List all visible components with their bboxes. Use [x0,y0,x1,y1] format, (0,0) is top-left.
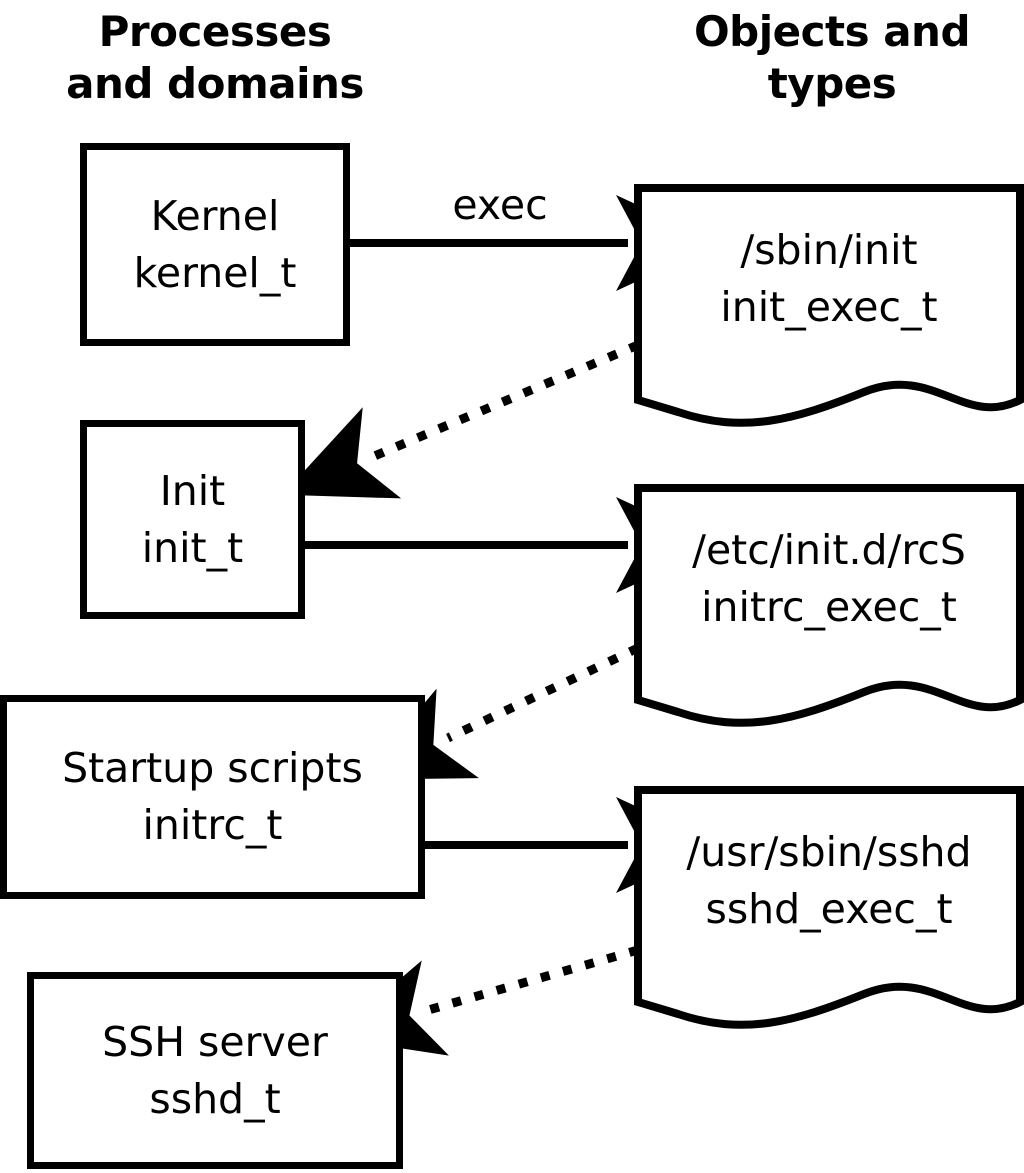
process-box-kernel[interactable]: Kernel kernel_t [80,143,350,346]
process-box-initrc-name: Startup scripts [62,744,363,792]
process-box-kernel-type: kernel_t [133,248,297,297]
process-box-init[interactable]: Init init_t [80,420,305,619]
column-header-processes: Processes and domains [66,7,364,108]
process-box-initrc-type: initrc_t [142,801,283,849]
file-shape-initrc-exec[interactable]: /etc/init.d/rcS initrc_exec_t [634,484,1024,734]
edge-become-sshd [331,945,640,1056]
edge-label-exec: exec [452,181,548,229]
process-box-init-type: init_t [141,523,244,572]
process-box-kernel-name: Kernel [150,191,280,240]
edge-become-init [282,340,640,499]
file-shape-init-exec[interactable]: /sbin/init init_exec_t [634,184,1024,434]
column-header-objects: Objects and types [693,7,971,108]
process-box-sshd-type: sshd_t [149,1074,281,1123]
process-box-init-name: Init [159,466,226,515]
file-shape-sshd-exec[interactable]: /usr/sbin/sshd sshd_exec_t [634,786,1024,1036]
process-box-sshd-name: SSH server [102,1017,328,1066]
process-box-initrc[interactable]: Startup scripts initrc_t [0,695,425,899]
process-box-sshd[interactable]: SSH server sshd_t [27,972,403,1169]
edge-become-initrc [360,643,640,780]
